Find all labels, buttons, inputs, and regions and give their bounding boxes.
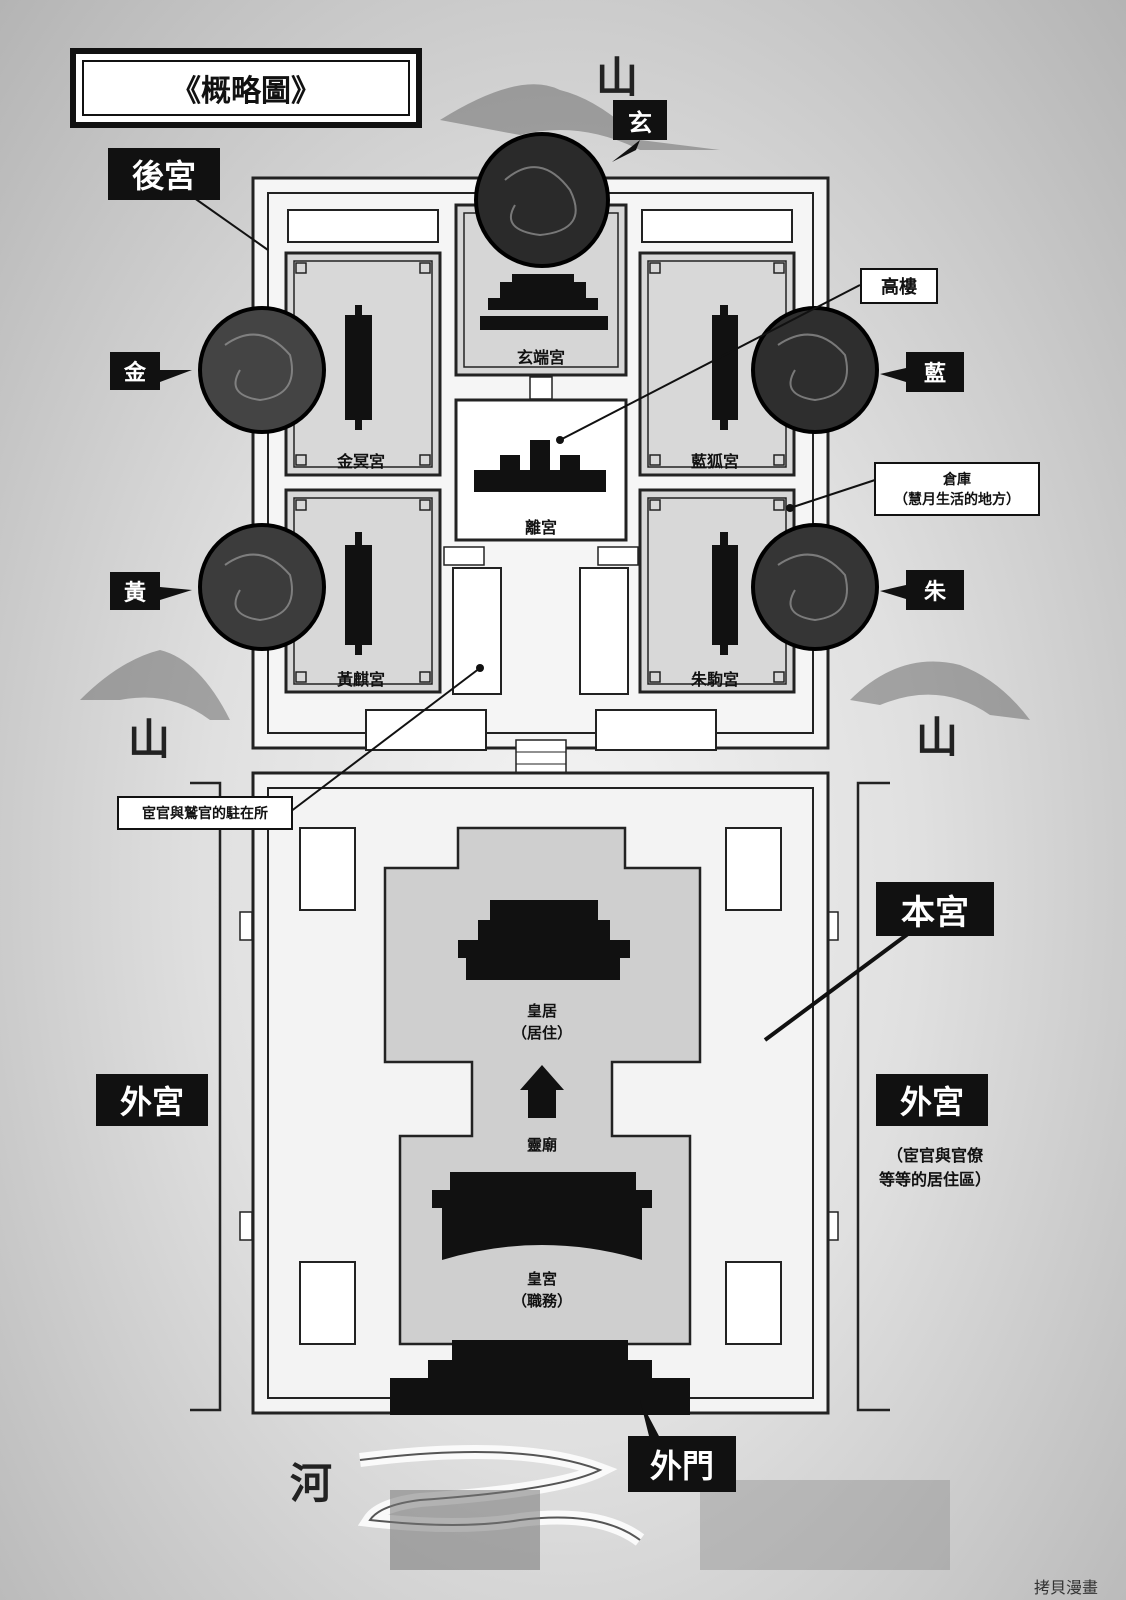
huangqi-palace-name: 黃麒宮 [336, 670, 385, 689]
dragon-medallions [198, 132, 879, 651]
river-label: 河 [290, 1459, 333, 1508]
imperial-palace-note: （職務） [511, 1292, 572, 1310]
storehouse-callout: 倉庫 （慧月生活的地方） [874, 462, 1040, 516]
ligong-palace-name: 離宮 [524, 518, 557, 537]
lanhu-palace-name: 藍狐宮 [690, 452, 739, 471]
outer-gate-label: 外門 [628, 1436, 736, 1492]
residence-name: 皇居 [526, 1002, 557, 1020]
mountain-east-label: 山 [916, 713, 959, 762]
tower-callout: 高樓 [860, 268, 938, 304]
river [357, 1445, 950, 1570]
xuanduan-palace-name: 玄端宮 [516, 348, 565, 367]
outer-palace-brackets [190, 781, 890, 1412]
watermark: 拷貝漫畫 [1033, 1578, 1098, 1597]
pointer-arrows [160, 140, 906, 1440]
outer-palace-note-line2: 等等的居住區） [878, 1170, 991, 1189]
mountain-north-label: 山 [596, 53, 639, 102]
storehouse-callout-line1: 倉庫 [943, 472, 971, 488]
corner-markers [295, 262, 785, 683]
outer-palace-left-label: 外宮 [96, 1074, 208, 1126]
inner-palace-label: 後宮 [108, 148, 220, 200]
mountain-west-label: 山 [128, 715, 171, 764]
blue-consort-marker: 藍 [906, 352, 964, 392]
storehouse-callout-line2: （慧月生活的地方） [894, 492, 1020, 508]
residence-note: （居住） [511, 1024, 572, 1042]
building-silhouettes [345, 274, 738, 1415]
vermilion-consort-marker: 朱 [906, 570, 964, 610]
outer-palace-note-line1: （宦官與官僚 [886, 1146, 983, 1165]
eunuch-post-callout: 宦官與鷲官的駐在所 [117, 796, 293, 830]
map-title-box: 《概略圖》 [70, 48, 422, 128]
north-consort-marker: 玄 [613, 100, 667, 140]
dragon-medallion-details [224, 166, 848, 622]
main-palace-label: 本宮 [876, 882, 994, 936]
callout-dots [476, 436, 794, 672]
map-title: 《概略圖》 [82, 60, 410, 116]
yellow-consort-marker: 黃 [110, 572, 160, 610]
callout-leader-lines [189, 194, 922, 1042]
zhuju-palace-name: 朱駒宮 [690, 670, 739, 689]
jinming-palace-name: 金冥宮 [336, 452, 385, 471]
mountain-silhouettes [80, 84, 1030, 720]
shrine-name: 靈廟 [526, 1136, 557, 1154]
imperial-palace-name: 皇宮 [526, 1270, 557, 1288]
gold-consort-marker: 金 [110, 352, 160, 390]
outer-palace-right-label: 外宮 [876, 1074, 988, 1126]
